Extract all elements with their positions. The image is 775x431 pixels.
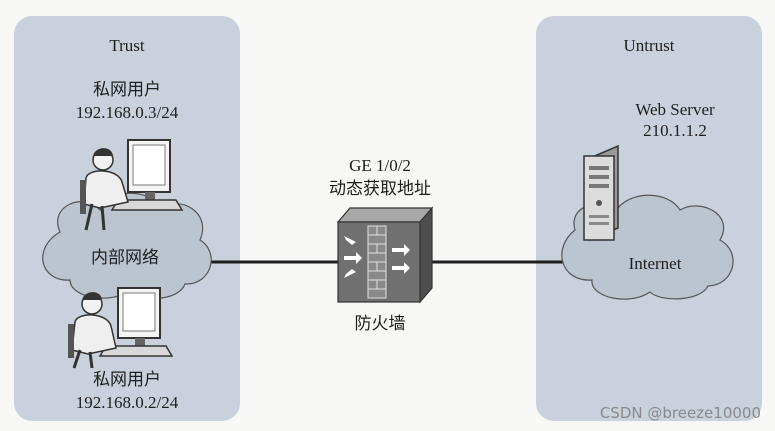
user-bottom-name: 私网用户 bbox=[14, 370, 240, 390]
web-server-ip: 210.1.1.2 bbox=[600, 121, 750, 141]
firewall-label: 防火墙 bbox=[320, 314, 440, 334]
web-server-icon bbox=[584, 146, 618, 240]
user-bottom-workstation-icon bbox=[68, 288, 172, 368]
untrust-zone-label: Untrust bbox=[536, 36, 762, 56]
web-server-name: Web Server bbox=[600, 100, 750, 120]
user-top-name: 私网用户 bbox=[14, 80, 240, 100]
user-top-ip: 192.168.0.3/24 bbox=[14, 103, 240, 123]
firewall-interface: GE 1/0/2 bbox=[310, 156, 450, 176]
trust-zone-label: Trust bbox=[14, 36, 240, 56]
watermark: CSDN @breeze10000 bbox=[600, 404, 761, 422]
internal-network-label: 内部网络 bbox=[60, 248, 190, 268]
internet-label: Internet bbox=[600, 254, 710, 274]
user-bottom-ip: 192.168.0.2/24 bbox=[14, 393, 240, 413]
firewall-icon bbox=[338, 208, 432, 302]
firewall-mode: 动态获取地址 bbox=[300, 179, 460, 199]
